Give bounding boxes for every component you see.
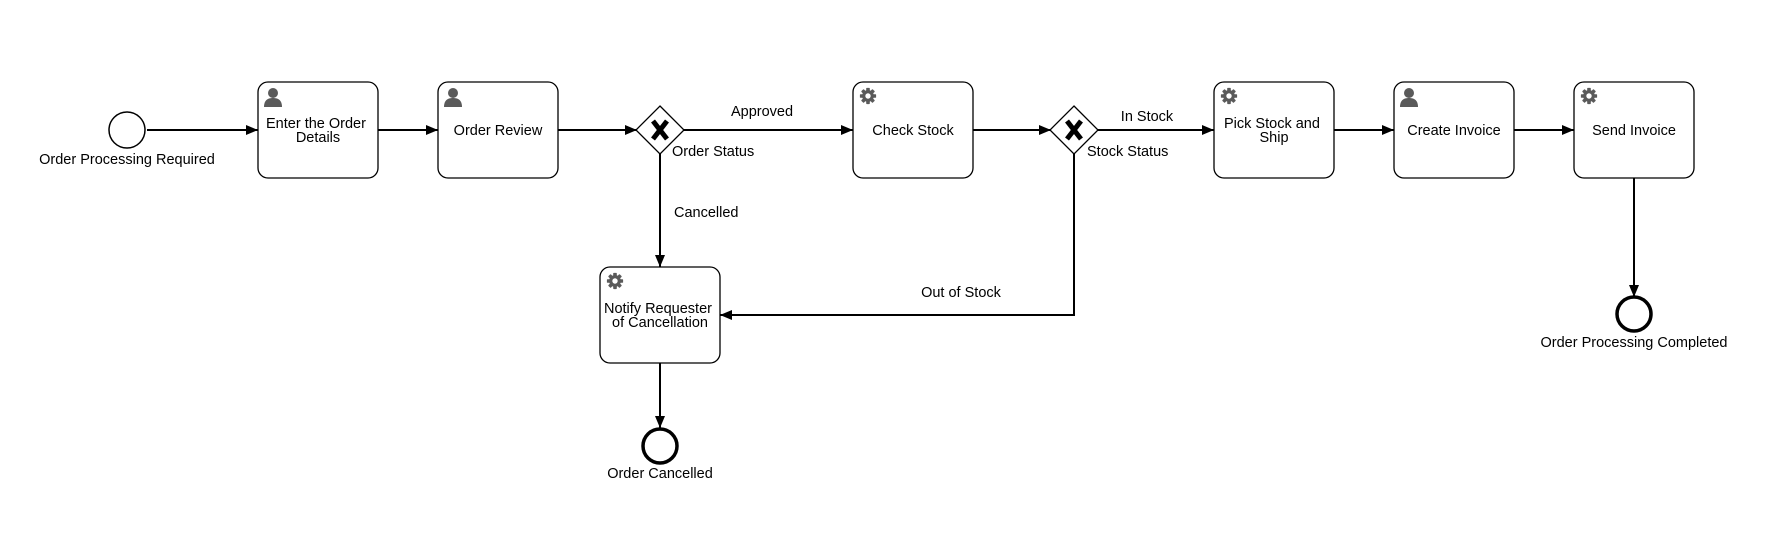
- start-event[interactable]: [108, 111, 146, 149]
- gateway-order-status[interactable]: [635, 105, 685, 155]
- end-event-order-completed[interactable]: [1615, 295, 1653, 333]
- gateway-label-order-status: Order Status: [672, 144, 754, 160]
- task-pick-stock-and-ship[interactable]: Pick Stock and Ship: [1213, 81, 1335, 179]
- task-label-line: Notify Requester: [604, 301, 712, 317]
- task-label-line: Order Review: [454, 123, 543, 139]
- start-event-label: Order Processing Required: [39, 152, 215, 168]
- end-event-label-order-completed: Order Processing Completed: [1541, 335, 1728, 351]
- exclusive-x-icon: [651, 119, 669, 141]
- end-event-label-order-cancelled: Order Cancelled: [607, 466, 713, 482]
- flow-label-cancelled: Cancelled: [674, 205, 739, 221]
- task-label-line: Enter the Order: [266, 116, 366, 132]
- svg-text:Notify Requester of Canc: Notify Requester of Cancellation: [604, 301, 716, 331]
- task-send-invoice[interactable]: Send Invoice: [1573, 81, 1695, 179]
- sequence-flows: [147, 125, 1639, 428]
- task-notify-requester-of-cancellation[interactable]: Notify Requester of Cancellation: [599, 266, 721, 364]
- task-label-line: Pick Stock and: [1224, 116, 1320, 132]
- task-order-review[interactable]: Order Review: [437, 81, 559, 179]
- flow-label-out-of-stock: Out of Stock: [921, 285, 1002, 301]
- task-label-line: of Cancellation: [612, 315, 708, 331]
- flow-out-of-stock: [720, 153, 1075, 320]
- task-enter-order-details[interactable]: Enter the Order Details: [257, 81, 379, 179]
- exclusive-x-icon: [1065, 119, 1083, 141]
- task-create-invoice[interactable]: Create Invoice: [1393, 81, 1515, 179]
- task-label-line: Check Stock: [872, 123, 954, 139]
- flow-label-approved: Approved: [731, 104, 793, 120]
- svg-text:Pick Stock and Ship: Pick Stock and Ship: [1224, 116, 1324, 146]
- svg-text:Send Invoice: Send Invoice: [1592, 123, 1676, 139]
- task-check-stock[interactable]: Check Stock: [852, 81, 974, 179]
- task-label-line: Ship: [1259, 130, 1288, 146]
- svg-text:Create Invoice: Create Invoice: [1407, 123, 1501, 139]
- svg-text:Enter the Order Details: Enter the Order Details: [266, 116, 370, 146]
- task-label-line: Create Invoice: [1407, 123, 1501, 139]
- svg-text:Check Stock: Check Stock: [872, 123, 954, 139]
- gear-icon: [1580, 87, 1598, 105]
- gear-icon: [859, 87, 877, 105]
- svg-text:Order Review: Order Review: [454, 123, 543, 139]
- gateway-label-stock-status: Stock Status: [1087, 144, 1168, 160]
- task-label-line: Send Invoice: [1592, 123, 1676, 139]
- end-event-order-cancelled[interactable]: [641, 427, 679, 465]
- gear-icon: [1220, 87, 1238, 105]
- flow-label-in-stock: In Stock: [1121, 109, 1174, 125]
- gear-icon: [606, 272, 624, 290]
- gateway-stock-status[interactable]: [1049, 105, 1099, 155]
- task-label-line: Details: [296, 130, 340, 146]
